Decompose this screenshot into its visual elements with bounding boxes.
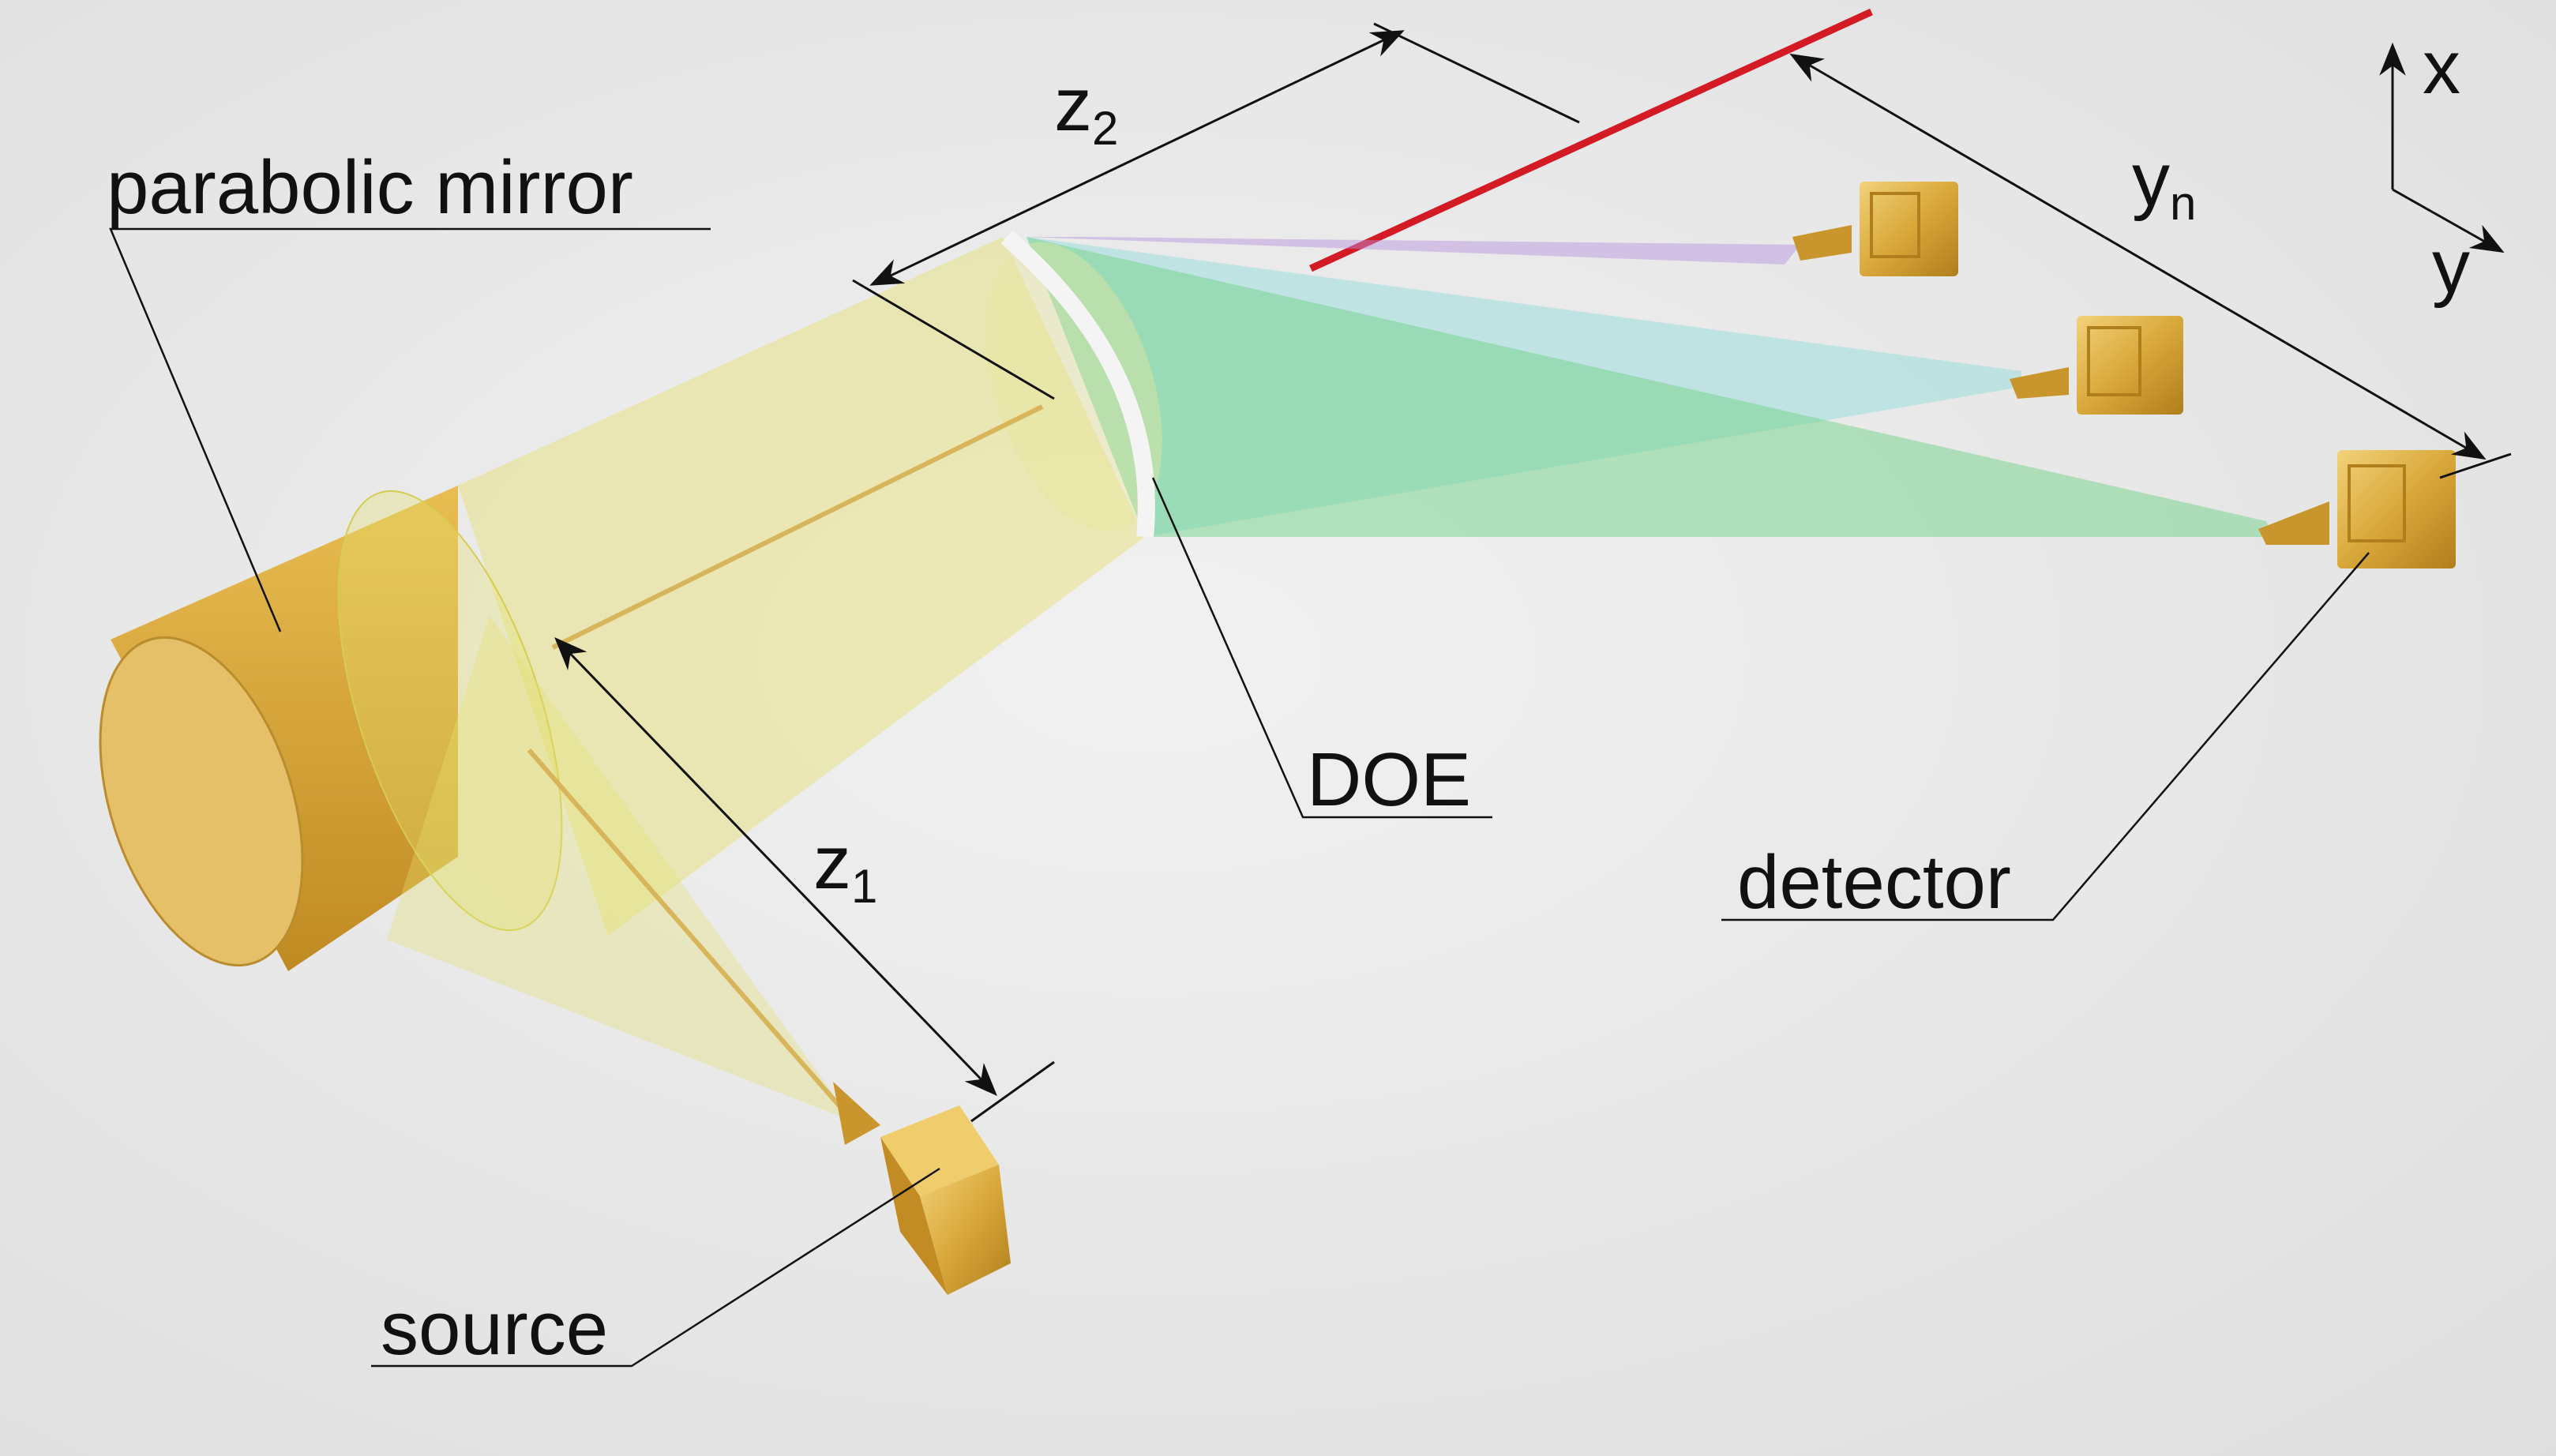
- leader-detector: [1721, 552, 2370, 921]
- leader-source: [371, 1167, 940, 1368]
- dimension-z2: [852, 22, 1580, 400]
- label-yn-sub: n: [2170, 177, 2196, 230]
- label-z2: z2: [1054, 62, 1118, 155]
- label-z1: z1: [813, 820, 877, 913]
- label-z1-base: z: [813, 820, 851, 905]
- detector-main: [2258, 450, 2456, 569]
- beam-green: [1027, 237, 2274, 537]
- label-source: source: [381, 1286, 608, 1371]
- label-yn-base: y: [2132, 137, 2170, 222]
- label-z2-sub: 2: [1092, 102, 1118, 155]
- label-z2-base: z: [1054, 62, 1092, 147]
- label-z1-sub: 1: [851, 860, 877, 913]
- label-axis-y: y: [2432, 224, 2470, 309]
- label-yn: yn: [2132, 137, 2196, 230]
- label-detector: detector: [1737, 840, 2011, 925]
- label-axis-x: x: [2423, 25, 2460, 110]
- source-device: [833, 1082, 1011, 1295]
- label-doe: DOE: [1307, 737, 1471, 822]
- leader-doe: [1151, 477, 1492, 819]
- axes-indicator: [2379, 42, 2505, 253]
- dimension-z1: [554, 636, 1055, 1123]
- label-parabolic-mirror: parabolic mirror: [107, 145, 633, 230]
- leader-parabolic-mirror: [109, 227, 711, 632]
- parabolic-mirror: [99, 486, 458, 971]
- dimension-yn: [1789, 53, 2512, 479]
